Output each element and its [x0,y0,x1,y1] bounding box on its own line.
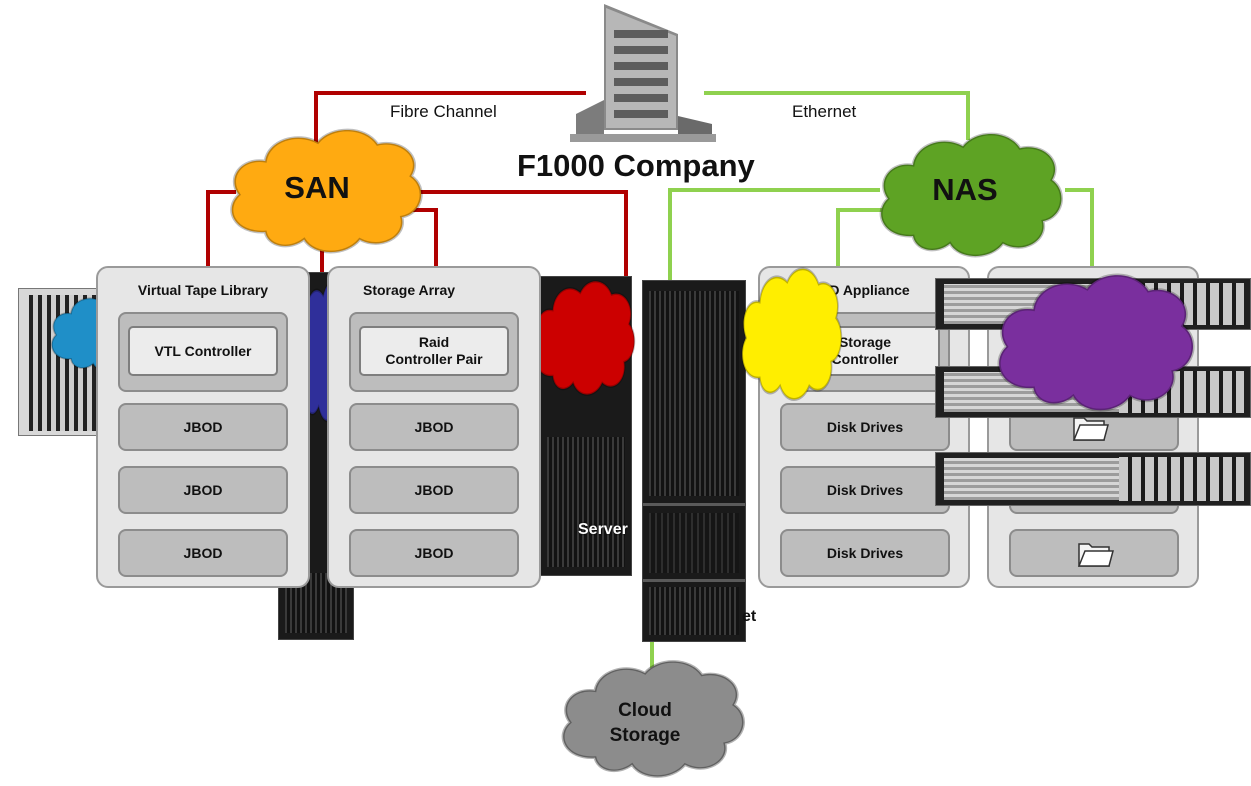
folder-icon-upper [1072,417,1109,441]
cloud-storage-line1: Cloud [618,700,672,721]
array-jbod-3: JBOD [414,544,454,561]
vtl-jbod-2: JBOD [183,481,223,498]
ethernet-nas-to-right [1065,188,1094,268]
ethernet-label: Ethernet [792,102,857,121]
array-jbod-2: JBOD [414,481,454,498]
ethernet-nas-to-rack [668,188,880,282]
vtl-jbod-1: JBOD [183,418,223,435]
osd-disk-slot-3: Disk Drives [780,529,950,577]
ethernet-lines [650,91,1094,668]
vtl-jbod-slot-3: JBOD [118,529,288,577]
san-cloud [230,128,423,254]
osd-disk-slot-2: Disk Drives [780,466,950,514]
server-label-partial: Server [578,521,628,538]
nas-folder-slot-3 [1009,529,1179,577]
raid-controller-pair: Raid Controller Pair [359,326,509,376]
raid-controller-line1: Raid [418,334,450,350]
raid-controller-line2: Controller Pair [385,351,483,367]
central-rack-cabinet [642,280,746,642]
storage-array-panel: Storage Array Raid Controller Pair JBOD … [327,266,541,588]
cloud-storage-shape [561,660,745,778]
vtl-jbod-slot-2: JBOD [118,466,288,514]
array-jbod-slot-2: JBOD [349,466,519,514]
purple-cloud-shape [997,273,1195,412]
disk-drives-3: Disk Drives [826,544,904,561]
red-cloud-shape [534,280,636,396]
osd-appliance-title: SD Appliance [820,282,910,298]
vtl-controller: VTL Controller [128,326,278,376]
nas-cloud [879,132,1063,258]
vtl-panel: Virtual Tape Library VTL Controller JBOD… [96,266,310,588]
array-jbod-slot-1: JBOD [349,403,519,451]
rack-server-3 [935,452,1251,506]
folder-icon [1077,543,1114,567]
storage-controller-line1: Storage [838,334,892,350]
nas-label: NAS [932,172,998,207]
disk-drives-2: Disk Drives [826,481,904,498]
disk-drives-1: Disk Drives [826,418,904,435]
vtl-jbod-slot-1: JBOD [118,403,288,451]
array-jbod-slot-3: JBOD [349,529,519,577]
yellow-cloud [741,267,843,401]
ethernet-building-to-nas [704,91,970,140]
fibre-building-to-san [314,91,586,150]
vtl-controller-slot: VTL Controller [118,312,288,392]
san-cloud-shape [230,128,423,254]
vtl-title: Virtual Tape Library [137,282,269,298]
storage-array-title: Storage Array [363,282,456,298]
et-label-partial: et [742,608,757,625]
fibre-san-to-vtl [206,190,236,268]
san-label: SAN [284,170,350,205]
storage-controller-line2: Controller [831,351,899,367]
ethernet-nas-to-osd [836,208,895,268]
cloud-storage-cloud [561,660,745,778]
office-building-icon [570,4,716,142]
array-jbod-1: JBOD [414,418,454,435]
raid-controller-slot: Raid Controller Pair [349,312,519,392]
cloud-storage-line2: Storage [609,725,681,746]
yellow-cloud-shape [741,267,843,401]
red-cloud [534,280,636,396]
cloud-storage-label: Cloud Storage [600,698,690,748]
fibre-san-to-server [410,190,628,278]
fibre-channel-label: Fibre Channel [390,102,497,121]
nas-cloud-shape [879,132,1063,258]
company-title: F1000 Company [517,148,755,183]
vtl-jbod-3: JBOD [183,544,223,561]
osd-disk-slot-1: Disk Drives [780,403,950,451]
purple-cloud [997,273,1195,412]
